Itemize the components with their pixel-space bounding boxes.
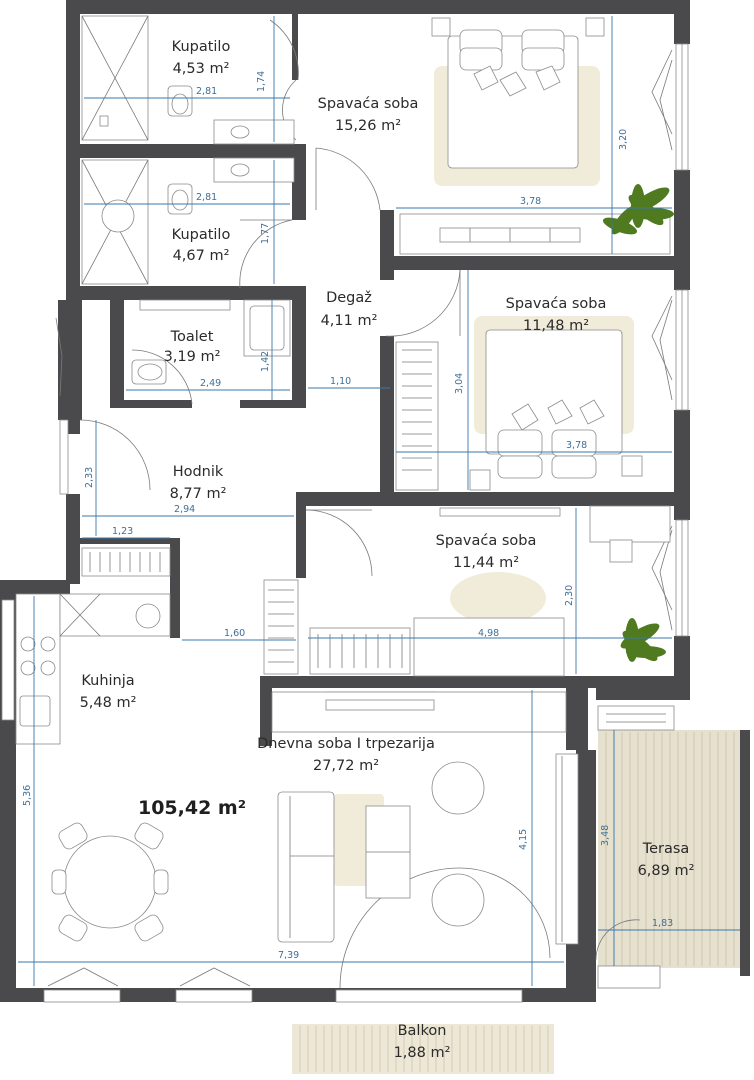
corridor-name: Hodnik xyxy=(173,464,224,480)
dim-label: 3,78 xyxy=(566,440,587,451)
dim-label: 1,10 xyxy=(330,376,351,387)
kitchen-name: Kuhinja xyxy=(81,673,134,689)
terrace-area: 6,89 m² xyxy=(638,863,695,879)
terrace-name: Terasa xyxy=(642,841,690,857)
dim-label: 1,83 xyxy=(652,918,673,929)
toilet-area: 3,19 m² xyxy=(164,349,221,365)
kitchen-furniture xyxy=(15,593,171,745)
dim-label: 4,98 xyxy=(478,628,499,639)
bedroom2-name: Spavaća soba xyxy=(506,296,607,312)
dim-label: 1,42 xyxy=(260,351,271,372)
dim-label: 5,36 xyxy=(22,785,33,806)
dimension-labels: 1,74 2,81 3,20 3,78 2,81 1,77 1,42 2,49 … xyxy=(22,71,673,961)
dim-label: 2,33 xyxy=(84,467,95,488)
dim-label: 2,49 xyxy=(200,378,221,389)
bedroom1-area: 15,26 m² xyxy=(335,118,401,134)
bedroom1-name: Spavaća soba xyxy=(318,96,419,112)
living-area: 27,72 m² xyxy=(313,758,379,774)
bedroom3-area: 11,44 m² xyxy=(453,555,519,571)
corridor-wardrobe xyxy=(81,547,171,577)
dim-label: 2,94 xyxy=(174,504,195,515)
balcony-name: Balkon xyxy=(398,1023,447,1039)
dim-label: 2,81 xyxy=(196,192,217,203)
hall-area: 4,11 m² xyxy=(321,313,378,329)
dim-label: 1,23 xyxy=(112,526,133,537)
bedroom2-furniture xyxy=(395,329,643,517)
toilet-fixtures xyxy=(131,299,291,385)
dim-label: 2,81 xyxy=(196,86,217,97)
bathroom2-name: Kupatilo xyxy=(172,227,231,243)
dining-set xyxy=(51,822,169,942)
bathroom1-name: Kupatilo xyxy=(172,39,231,55)
dim-label: 2,30 xyxy=(564,585,575,606)
ac-unit xyxy=(597,705,675,989)
dim-label: 3,04 xyxy=(454,373,465,394)
bathroom2-fixtures xyxy=(81,157,295,285)
dim-label: 7,39 xyxy=(278,950,299,961)
flower-icon xyxy=(135,603,161,629)
room-labels: Kupatilo 4,53 m² Spavaća soba 15,26 m² K… xyxy=(80,39,695,1061)
living-furniture xyxy=(271,691,579,945)
bedroom3-furniture xyxy=(263,505,671,677)
balcony-stripes xyxy=(299,1026,549,1072)
terrace-stripes xyxy=(605,732,735,966)
balcony-deck xyxy=(292,1024,554,1074)
plant-icon xyxy=(620,618,666,662)
bathroom1-fixtures xyxy=(81,15,295,145)
window-swings xyxy=(47,49,673,987)
floor-fills xyxy=(292,730,743,1074)
towel-icon xyxy=(99,115,109,127)
door-swings xyxy=(79,19,641,989)
living-name: Dnevna soba I trpezarija xyxy=(257,736,435,752)
dim-label: 4,15 xyxy=(518,829,529,850)
total-area: 105,42 m² xyxy=(138,797,246,819)
bedroom3-name: Spavaća soba xyxy=(436,533,537,549)
dim-label: 3,20 xyxy=(618,129,629,150)
corridor-area: 8,77 m² xyxy=(170,486,227,502)
plant-icon xyxy=(602,184,674,235)
dimension-lines xyxy=(18,16,740,986)
dim-label: 1,60 xyxy=(224,628,245,639)
bathroom2-area: 4,67 m² xyxy=(173,248,230,264)
windows xyxy=(1,43,689,1003)
bedroom1-furniture xyxy=(399,17,671,255)
bathroom1-area: 4,53 m² xyxy=(173,61,230,77)
balcony-area: 1,88 m² xyxy=(394,1045,451,1061)
dim-label: 3,48 xyxy=(600,825,611,846)
dim-label: 3,78 xyxy=(520,196,541,207)
dim-label: 1,74 xyxy=(256,71,267,92)
bedroom2-area: 11,48 m² xyxy=(523,318,589,334)
dim-label: 1,77 xyxy=(260,223,271,244)
hall-name: Degaž xyxy=(326,290,372,306)
toilet-name: Toalet xyxy=(170,329,214,345)
bedroom3-rug xyxy=(450,572,546,624)
kitchen-area: 5,48 m² xyxy=(80,695,137,711)
